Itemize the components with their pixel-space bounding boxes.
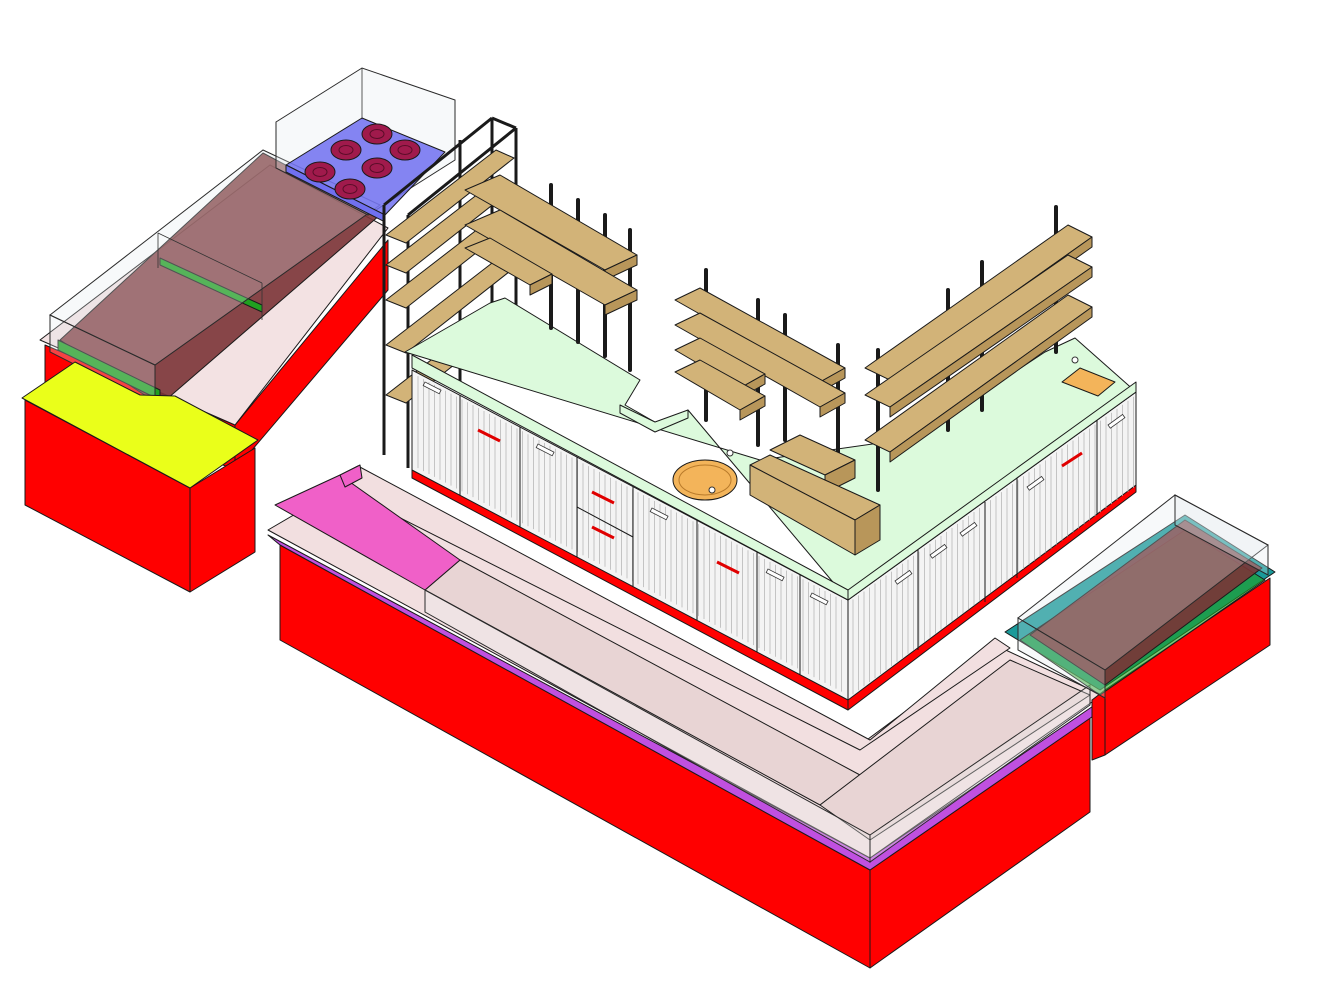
frame-top-rail: [407, 126, 517, 217]
handle-icon: [649, 507, 669, 521]
frame-shelf: [385, 149, 515, 244]
wood-shelf-edge: [739, 395, 766, 421]
bar-worktop-edge-right: [847, 381, 1137, 601]
handle-icon: [765, 568, 785, 582]
side-block-top: [21, 361, 259, 489]
handle-icon: [1026, 475, 1045, 491]
right-counter-front-face: [1091, 689, 1106, 761]
handle-icon: [716, 560, 740, 575]
handle-icon: [1061, 451, 1083, 468]
front-counter-pink-section: [274, 474, 461, 591]
frame-top-rail: [491, 116, 517, 130]
left-display-case: [49, 149, 381, 406]
side-block: [21, 361, 259, 593]
front-serving-counter: [267, 464, 1103, 969]
side-block-side-face: [189, 447, 256, 593]
sink-icon: [1061, 356, 1116, 397]
cabinet-drawer-split: [576, 506, 634, 538]
handle-icon: [809, 592, 829, 606]
stand-front: [749, 464, 856, 556]
right-display-glass-end: [1174, 494, 1269, 576]
bar-cabinet-handles: [422, 381, 1126, 606]
handle-icon: [959, 521, 978, 537]
tall-shelving-frame: [382, 116, 518, 468]
burner-icon: [334, 178, 366, 200]
cooktop-burners: [304, 123, 421, 200]
left-back-counter: [39, 67, 456, 471]
shelf-system-middle: [674, 268, 881, 556]
burner-icon: [304, 161, 336, 183]
left-display-divider: [157, 232, 263, 284]
handle-icon: [929, 543, 948, 559]
burner-icon: [389, 139, 421, 161]
handle-icon: [591, 525, 615, 540]
sink-icon: [672, 449, 738, 501]
burner-icon: [330, 139, 362, 161]
burner-icon: [361, 123, 393, 145]
front-counter-top-back-rail: [334, 465, 1011, 751]
right-display-interior-top: [1029, 519, 1263, 686]
stepped-display-stand: [749, 434, 881, 556]
right-display-glass-front: [1017, 617, 1106, 699]
burner-icon: [361, 157, 393, 179]
wood-shelf-edge: [529, 273, 553, 296]
right-display-counter: [1004, 494, 1276, 761]
front-counter-glass-guard-end: [869, 684, 1091, 863]
wood-shelf-edge: [819, 392, 846, 418]
handle-icon: [591, 490, 615, 505]
bar-counter: [404, 297, 1137, 711]
frame-top-rail: [383, 116, 493, 207]
bar-worktop-notch: [619, 404, 689, 433]
shelf-system-right: [864, 205, 1093, 492]
handle-icon: [422, 381, 442, 395]
wood-shelf-edge: [604, 289, 638, 316]
shelf-system-left: [464, 174, 638, 372]
wood-shelf-edge: [889, 306, 1093, 463]
bar-cabinet-doors: [459, 395, 1098, 675]
handle-icon: [477, 428, 501, 443]
handle-icon: [1107, 413, 1126, 429]
wood-shelf-edge: [889, 266, 1093, 418]
cooktop-unit: [275, 67, 456, 223]
handle-icon: [535, 443, 555, 457]
handle-icon: [894, 569, 913, 585]
bar-cabinet-grooves: [417, 376, 1134, 695]
front-counter-pink-section-edge: [339, 464, 363, 488]
